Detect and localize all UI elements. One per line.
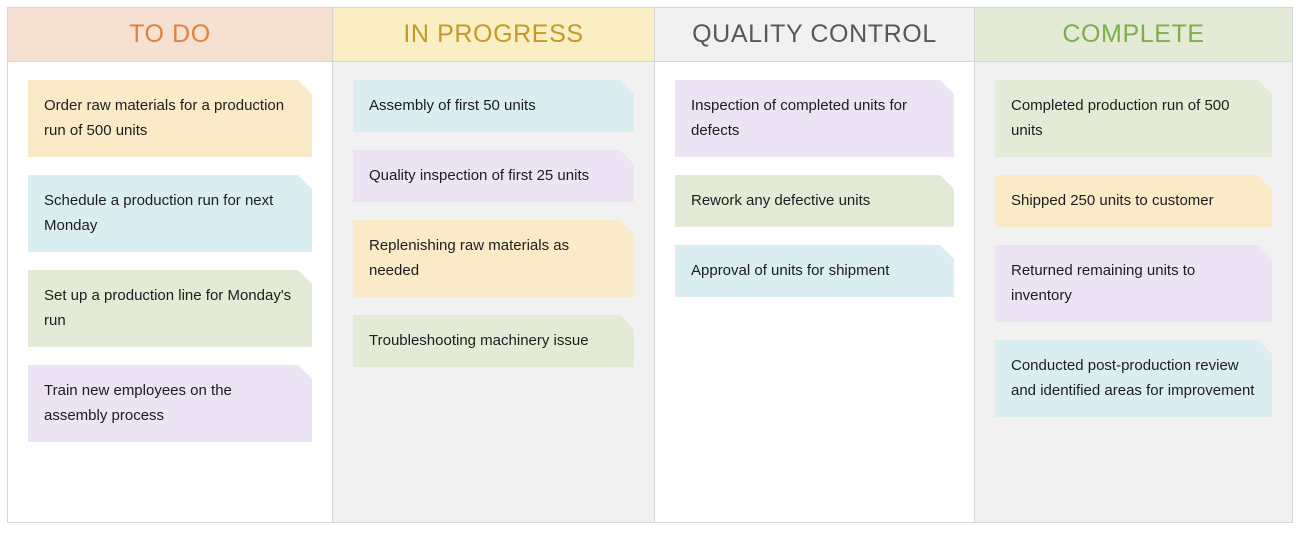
kanban-column-to-do: TO DO Order raw materials for a producti…	[8, 8, 333, 522]
card-text: Train new employees on the assembly proc…	[44, 382, 232, 424]
kanban-card[interactable]: Order raw materials for a production run…	[28, 80, 312, 157]
card-text: Shipped 250 units to customer	[1011, 192, 1214, 209]
card-text: Set up a production line for Monday's ru…	[44, 287, 292, 329]
column-header-complete: COMPLETE	[975, 8, 1292, 62]
kanban-column-complete: COMPLETE Completed production run of 500…	[975, 8, 1292, 522]
card-text: Conducted post-production review and ide…	[1011, 357, 1255, 399]
card-text: Returned remaining units to inventory	[1011, 262, 1196, 304]
column-header-in-progress: IN PROGRESS	[333, 8, 654, 62]
kanban-card[interactable]: Returned remaining units to inventory	[995, 245, 1272, 322]
card-text: Schedule a production run for next Monda…	[44, 192, 274, 234]
kanban-column-quality-control: QUALITY CONTROL Inspection of completed …	[655, 8, 975, 522]
kanban-card[interactable]: Quality inspection of first 25 units	[353, 150, 634, 202]
card-text: Replenishing raw materials as needed	[369, 237, 570, 279]
kanban-card[interactable]: Set up a production line for Monday's ru…	[28, 270, 312, 347]
column-body-in-progress: Assembly of first 50 units Quality inspe…	[333, 62, 654, 522]
kanban-card[interactable]: Conducted post-production review and ide…	[995, 340, 1272, 417]
kanban-card[interactable]: Shipped 250 units to customer	[995, 175, 1272, 227]
column-title-to-do: TO DO	[129, 20, 211, 48]
card-text: Assembly of first 50 units	[369, 97, 536, 114]
card-text: Order raw materials for a production run…	[44, 97, 285, 139]
kanban-board: TO DO Order raw materials for a producti…	[7, 7, 1293, 523]
column-header-to-do: TO DO	[8, 8, 332, 62]
kanban-card[interactable]: Approval of units for shipment	[675, 245, 954, 297]
kanban-card[interactable]: Assembly of first 50 units	[353, 80, 634, 132]
kanban-card[interactable]: Train new employees on the assembly proc…	[28, 365, 312, 442]
kanban-card[interactable]: Inspection of completed units for defect…	[675, 80, 954, 157]
card-text: Quality inspection of first 25 units	[369, 167, 590, 184]
column-title-in-progress: IN PROGRESS	[403, 20, 584, 48]
column-body-to-do: Order raw materials for a production run…	[8, 62, 332, 522]
column-body-quality-control: Inspection of completed units for defect…	[655, 62, 974, 522]
kanban-card[interactable]: Completed production run of 500 units	[995, 80, 1272, 157]
column-body-complete: Completed production run of 500 units Sh…	[975, 62, 1292, 522]
kanban-card[interactable]: Schedule a production run for next Monda…	[28, 175, 312, 252]
card-text: Troubleshooting machinery issue	[369, 332, 589, 349]
card-text: Inspection of completed units for defect…	[691, 97, 907, 139]
card-text: Rework any defective units	[691, 192, 871, 209]
kanban-card[interactable]: Replenishing raw materials as needed	[353, 220, 634, 297]
kanban-card[interactable]: Rework any defective units	[675, 175, 954, 227]
kanban-card[interactable]: Troubleshooting machinery issue	[353, 315, 634, 367]
column-title-complete: COMPLETE	[1062, 20, 1205, 48]
kanban-column-in-progress: IN PROGRESS Assembly of first 50 units Q…	[333, 8, 655, 522]
card-text: Approval of units for shipment	[691, 262, 890, 279]
card-text: Completed production run of 500 units	[1011, 97, 1230, 139]
column-title-quality-control: QUALITY CONTROL	[692, 20, 937, 48]
column-header-quality-control: QUALITY CONTROL	[655, 8, 974, 62]
